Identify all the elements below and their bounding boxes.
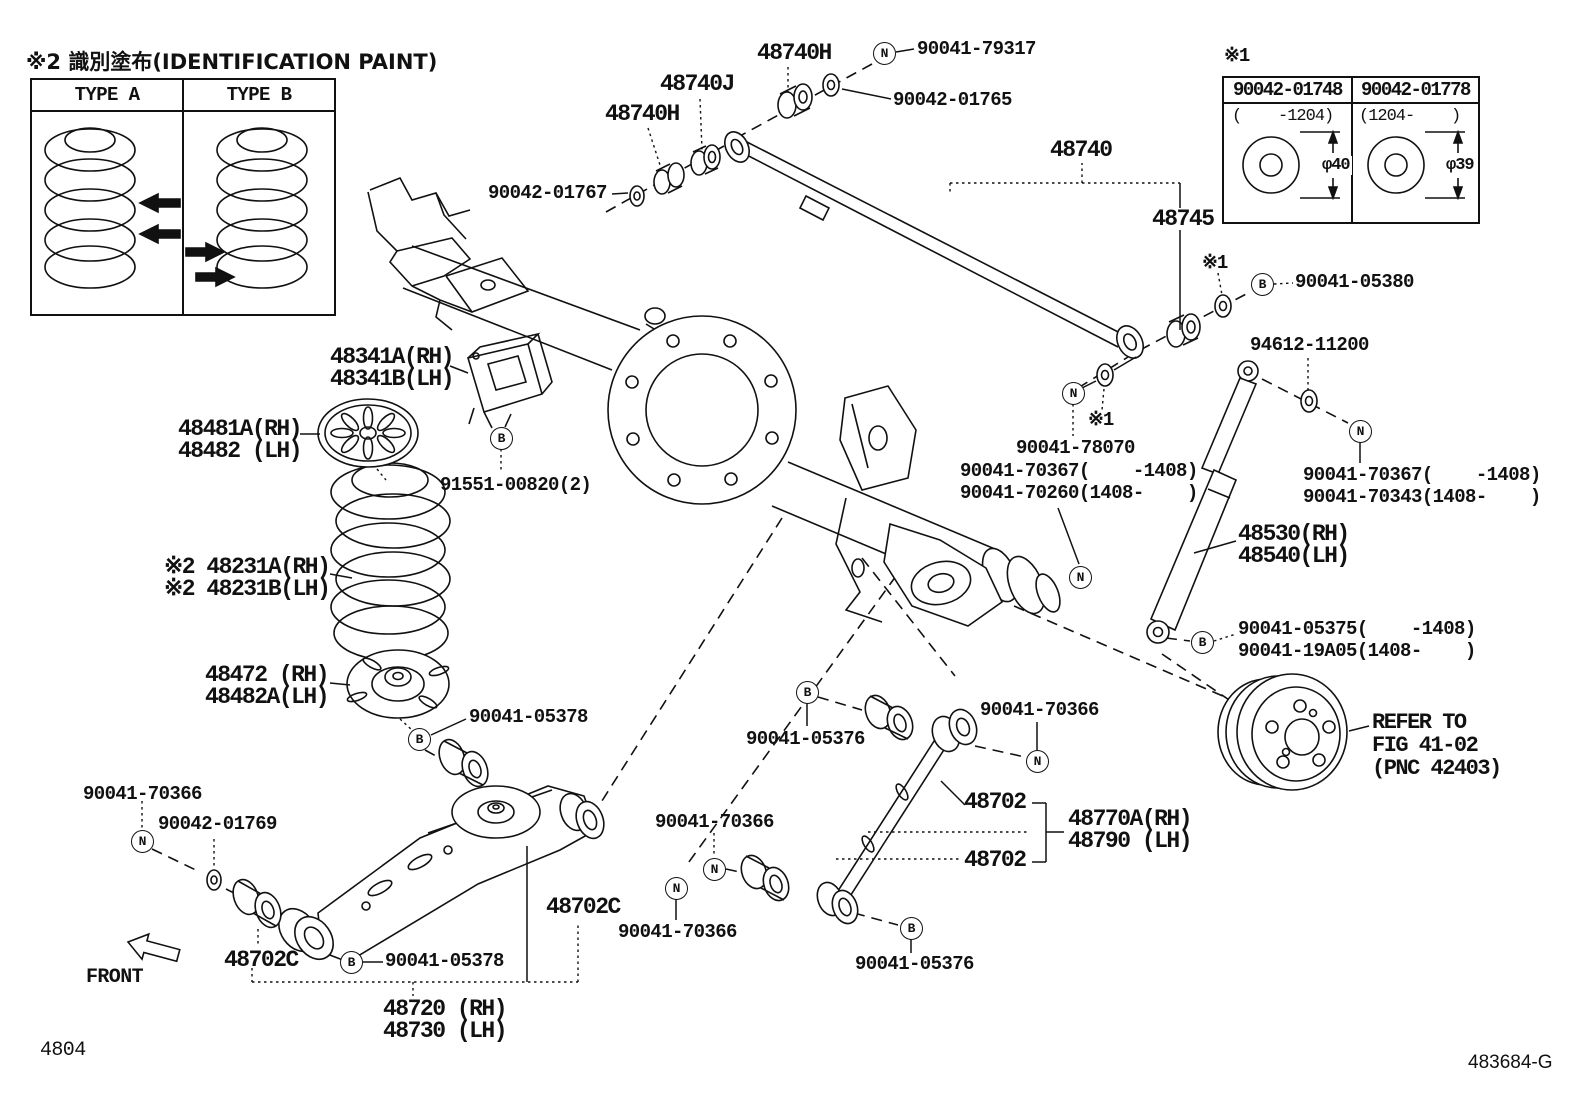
part-label-48702c-right: 48702C bbox=[546, 894, 621, 920]
fastener-label-90041-05378-top: 90041-05378 bbox=[469, 706, 588, 728]
nut-symbol: N bbox=[1069, 566, 1092, 589]
washer-right-diameter: φ39 bbox=[1444, 156, 1476, 175]
part-label-48341: 48341A(RH) 48341B(LH) bbox=[330, 344, 455, 392]
bolt-symbol: B bbox=[340, 951, 363, 974]
spring-lower-seat bbox=[346, 649, 450, 719]
bolt-symbol: B bbox=[796, 681, 819, 704]
paint-type-a-header: TYPE A bbox=[74, 84, 140, 106]
part-label-48740: 48740 bbox=[1050, 137, 1113, 163]
front-direction-label: FRONT bbox=[86, 966, 144, 989]
coil-spring bbox=[330, 462, 451, 661]
fastener-label-90042-01765: 90042-01765 bbox=[893, 89, 1012, 111]
fastener-label-90041-70366-b: 90041-70366 bbox=[655, 811, 774, 833]
upper-control-arm bbox=[740, 694, 978, 925]
fastener-label-90041-05376-top: 90041-05376 bbox=[746, 728, 865, 750]
figure-code: 483684-G bbox=[1468, 1052, 1553, 1073]
bolt-symbol: B bbox=[900, 917, 923, 940]
washer-right-part-number: 90042-01778 bbox=[1361, 79, 1471, 101]
rod-bushings-washers bbox=[629, 73, 1318, 413]
fastener-label-90041-70260: 90041-70260(1408- ) bbox=[960, 482, 1198, 504]
refer-to-note: REFER TO FIG 41-02 (PNC 42403) bbox=[1372, 710, 1502, 781]
washer-left-diameter: φ40 bbox=[1320, 156, 1352, 175]
fastener-label-94612-11200: 94612-11200 bbox=[1250, 334, 1369, 356]
fastener-label-90041-70366-a: 90041-70366 bbox=[83, 783, 202, 805]
nut-symbol: N bbox=[665, 877, 688, 900]
fastener-label-91551-00820: 91551-00820(2) bbox=[440, 474, 592, 496]
bolt-symbol: B bbox=[490, 427, 513, 450]
part-label-48530: 48530(RH) 48540(LH) bbox=[1238, 521, 1350, 569]
part-label-48231: ※2 48231A(RH) ※2 48231B(LH) bbox=[164, 554, 331, 602]
paint-type-spring-drawings bbox=[44, 127, 308, 289]
part-label-48740j: 48740J bbox=[660, 71, 735, 97]
part-label-48481: 48481A(RH) 48482 (LH) bbox=[178, 416, 303, 464]
washer-variant-box: 90042-01748 90042-01778 ( -1204) (1204- … bbox=[1222, 76, 1480, 224]
fastener-label-90041-05378-bottom: 90041-05378 bbox=[385, 950, 504, 972]
fastener-label-90041-05375: 90041-05375( -1408) bbox=[1238, 618, 1476, 640]
nut-symbol: N bbox=[131, 830, 154, 853]
bolt-symbol: B bbox=[1251, 273, 1274, 296]
fastener-label-90042-01769: 90042-01769 bbox=[158, 813, 277, 835]
fastener-label-90042-01767: 90042-01767 bbox=[488, 182, 607, 204]
washer-right-range: (1204- ) bbox=[1359, 107, 1461, 126]
washer-box-header-rule bbox=[1224, 102, 1478, 104]
part-label-48702c-left: 48702C bbox=[224, 947, 299, 973]
bumper-bracket bbox=[466, 332, 553, 429]
bolt-symbol: B bbox=[1191, 631, 1214, 654]
nut-symbol: N bbox=[703, 858, 726, 881]
trailing-arm bbox=[278, 785, 605, 963]
solid-leader-lines bbox=[300, 48, 1370, 982]
washer-variant-drawings bbox=[1242, 129, 1465, 201]
note1-mark-rod-washer: ※1 bbox=[1202, 252, 1228, 274]
part-label-48720: 48720 (RH) 48730 (LH) bbox=[383, 996, 508, 1044]
paint-box-divider bbox=[182, 80, 184, 314]
identification-paint-box: TYPE A TYPE B bbox=[30, 78, 336, 316]
part-label-48770: 48770A(RH) 48790 (LH) bbox=[1068, 806, 1193, 854]
dotted-leader-lines bbox=[141, 67, 1309, 996]
lateral-control-rod bbox=[724, 131, 1144, 359]
brake-drum bbox=[1217, 673, 1348, 791]
fastener-label-90041-70343: 90041-70343(1408- ) bbox=[1303, 486, 1541, 508]
dashed-leader-lines bbox=[151, 63, 1349, 926]
fastener-label-90041-70367-right: 90041-70367( -1408) bbox=[1303, 464, 1541, 486]
nut-symbol: N bbox=[1062, 382, 1085, 405]
part-label-48745: 48745 bbox=[1150, 206, 1216, 232]
part-label-48472: 48472 (RH) 48482A(LH) bbox=[205, 662, 330, 710]
nut-symbol: N bbox=[1349, 420, 1372, 443]
part-label-48740h-top: 48740H bbox=[757, 40, 832, 66]
axle-housing bbox=[367, 176, 1061, 627]
spring-upper-insulator bbox=[317, 398, 419, 468]
note1-mark-nut-washer: ※1 bbox=[1088, 409, 1114, 431]
nut-symbol: N bbox=[1026, 750, 1049, 773]
paint-box-header-rule bbox=[32, 110, 334, 112]
trailing-arm-bushings bbox=[206, 738, 489, 929]
note1-mark-box: ※1 bbox=[1224, 45, 1250, 67]
fastener-label-90041-78070: 90041-78070 bbox=[1016, 437, 1135, 459]
front-direction-arrow bbox=[126, 932, 181, 963]
fastener-label-90041-05380: 90041-05380 bbox=[1295, 271, 1414, 293]
washer-left-range: ( -1204) bbox=[1232, 107, 1334, 126]
fastener-label-90041-70367-left: 90041-70367( -1408) bbox=[960, 460, 1198, 482]
fastener-label-90041-70366-d: 90041-70366 bbox=[980, 699, 1099, 721]
part-label-48740h-left: 48740H bbox=[605, 101, 680, 127]
washer-left-part-number: 90042-01748 bbox=[1233, 79, 1343, 101]
page-code: 4804 bbox=[40, 1039, 86, 1062]
fastener-label-90041-05376-bottom: 90041-05376 bbox=[855, 953, 974, 975]
shock-absorber bbox=[1146, 360, 1259, 644]
nut-symbol: N bbox=[873, 42, 896, 65]
identification-paint-title: ※2 識別塗布(IDENTIFICATION PAINT) bbox=[26, 50, 438, 74]
bolt-symbol: B bbox=[408, 728, 431, 751]
fastener-label-90041-19a05: 90041-19A05(1408- ) bbox=[1238, 640, 1476, 662]
part-label-48702-top: 48702 bbox=[964, 789, 1027, 815]
fastener-label-90041-70366-c: 90041-70366 bbox=[618, 921, 737, 943]
washer-box-divider bbox=[1351, 78, 1353, 222]
fastener-label-90041-79317: 90041-79317 bbox=[917, 38, 1036, 60]
part-label-48702-bottom: 48702 bbox=[964, 847, 1027, 873]
paint-type-b-header: TYPE B bbox=[226, 84, 292, 106]
